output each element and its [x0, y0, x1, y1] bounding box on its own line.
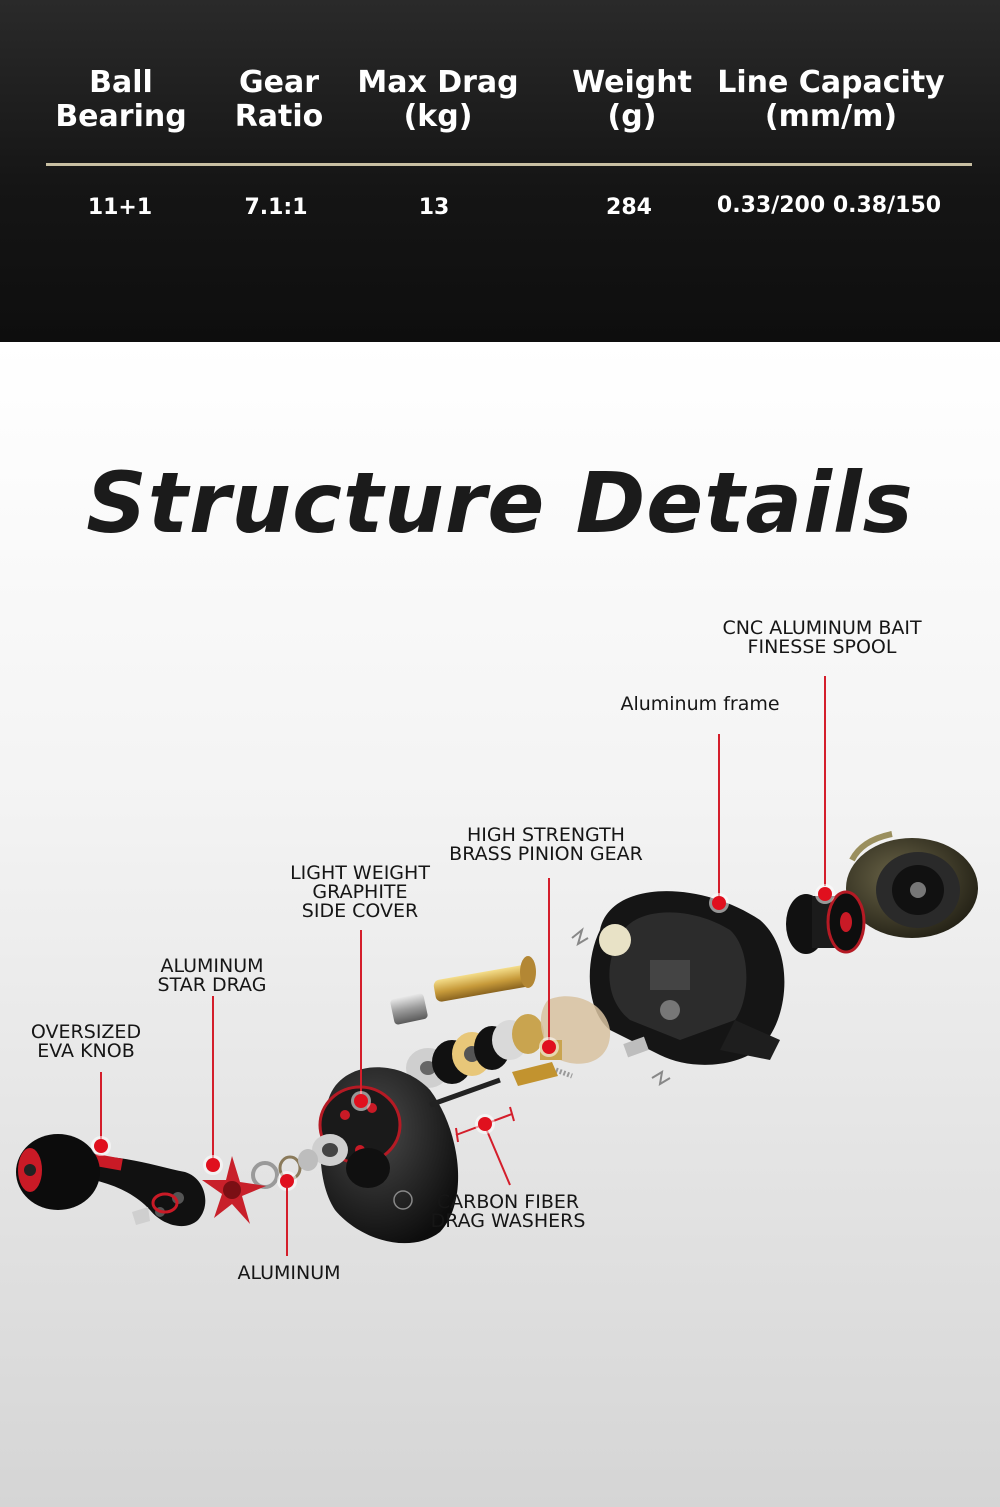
spec-panel: Ball Bearing Gear Ratio Max Drag (kg) We… [0, 0, 1000, 342]
marker-pinion [542, 1040, 556, 1054]
spec-value-gear-ratio: 7.1:1 [244, 195, 308, 220]
leader-side-cover [360, 930, 362, 1094]
marker-spool [818, 887, 832, 901]
spec-header-line-capacity: Line Capacity (mm/m) [717, 65, 945, 134]
label-side-cover: LIGHT WEIGHT GRAPHITE SIDE COVER [290, 862, 430, 922]
leader-pinion [548, 878, 550, 1042]
marker-star-drag [206, 1158, 220, 1172]
marker-frame [712, 896, 726, 910]
spec-value-ball-bearing: 11+1 [87, 195, 153, 220]
marker-side-cover [354, 1094, 368, 1108]
drag-washer-stack [406, 1014, 558, 1088]
pinion-shaft [433, 956, 536, 1002]
star-drag [202, 1156, 266, 1224]
graphite-side-cover [312, 1067, 501, 1244]
marker-aluminum [280, 1174, 294, 1188]
marker-washers [478, 1117, 492, 1131]
spec-header-gear-ratio: Gear Ratio [234, 65, 324, 134]
leader-aluminum [286, 1186, 288, 1256]
spec-value-weight: 284 [606, 195, 652, 220]
label-aluminum: ALUMINUM [237, 1262, 341, 1284]
label-frame: Aluminum frame [620, 693, 780, 715]
label-star-drag: ALUMINUM STAR DRAG [157, 955, 267, 996]
spec-divider [46, 163, 972, 166]
spec-value-line-capacity: 0.33/200 0.38/150 [716, 193, 942, 218]
spec-header-max-drag: Max Drag (kg) [357, 65, 519, 134]
small-clips [555, 927, 671, 1086]
leader-star-drag [212, 996, 214, 1158]
spec-header-weight: Weight (g) [572, 65, 692, 134]
label-pinion: HIGH STRENGTH BRASS PINION GEAR [449, 824, 643, 865]
aluminum-frame [589, 891, 785, 1065]
leader-spool [824, 676, 826, 886]
spool [786, 890, 866, 954]
bearing-sleeve [390, 993, 428, 1025]
label-knob: OVERSIZED EVA KNOB [30, 1021, 142, 1062]
spool-cover [846, 831, 978, 938]
leader-frame [718, 734, 720, 898]
spec-header-ball-bearing: Ball Bearing [55, 65, 187, 134]
eva-knob [16, 1134, 100, 1210]
label-spool: CNC ALUMINUM BAIT FINESSE SPOOL [722, 617, 922, 658]
section-title: Structure Details [86, 454, 914, 552]
spec-value-max-drag: 13 [418, 195, 450, 220]
label-washers: CARBON FIBER DRAG WASHERS [430, 1191, 586, 1232]
marker-knob [94, 1139, 108, 1153]
leader-knob [100, 1072, 102, 1140]
